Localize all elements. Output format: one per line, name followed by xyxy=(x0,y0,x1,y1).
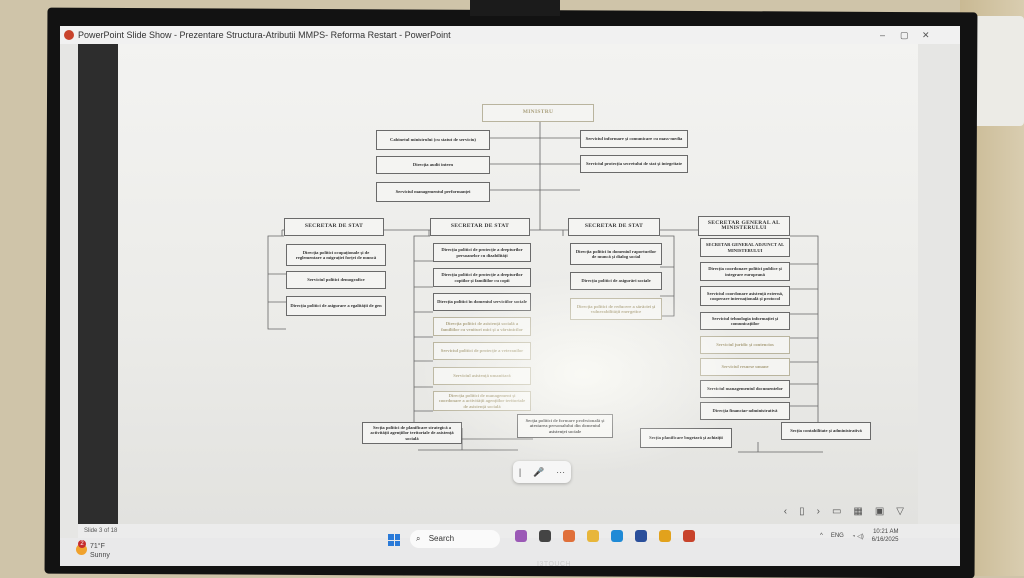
grid-view-icon[interactable]: ▦ xyxy=(853,506,863,517)
org-box-unit: Serviciul juridic și contencios xyxy=(700,336,790,354)
search-box[interactable]: ⌕ Search xyxy=(410,530,500,548)
pointer-tool-button[interactable]: | xyxy=(518,467,522,477)
org-box-unit: Direcția politici de asistență socială a… xyxy=(433,317,531,336)
org-box-unit: Direcția politici de reducere a sărăciei… xyxy=(570,298,662,320)
close-button[interactable]: ✕ xyxy=(922,30,930,40)
weather-widget[interactable]: 2 71°F Sunny xyxy=(76,540,110,560)
camera-mount xyxy=(470,0,560,16)
minimize-button[interactable]: – xyxy=(880,30,886,40)
org-box-top: Serviciul managementul performanței xyxy=(376,182,490,202)
taskbar-app-icon[interactable] xyxy=(659,530,671,542)
org-box-unit: Direcția politici în domeniul raporturil… xyxy=(570,243,662,265)
system-tray: ^ ENG ◔ ◁) 10:21 AM 6/16/2025 xyxy=(820,528,898,544)
org-box-minister: MINISTRU xyxy=(482,104,594,122)
taskbar-app-icon[interactable] xyxy=(539,530,551,542)
org-box-unit: Serviciul tehnologia informației și comu… xyxy=(700,312,790,330)
sun-icon xyxy=(76,544,87,555)
taskbar-app-icon[interactable] xyxy=(611,530,623,542)
clock[interactable]: 10:21 AM 6/16/2025 xyxy=(872,528,899,544)
start-button[interactable] xyxy=(388,534,400,546)
chevron-up-icon[interactable]: ^ xyxy=(820,533,823,539)
org-box-top: Serviciul protecția secretului de stat ș… xyxy=(580,155,688,173)
org-box-unit: Direcția politici de asigurări sociale xyxy=(570,272,662,290)
normal-view-icon[interactable]: ▭ xyxy=(831,506,842,517)
weather-temp: 71°F xyxy=(90,543,105,550)
screen: PowerPoint Slide Show - Prezentare Struc… xyxy=(60,26,960,566)
taskbar-app-icon[interactable] xyxy=(683,530,695,542)
org-box-top: Cabinetul ministrului (cu statut de serv… xyxy=(376,130,490,150)
slide-sorter-icon[interactable]: ▯ xyxy=(799,506,805,517)
more-options-button[interactable]: ··· xyxy=(556,467,566,477)
language-indicator[interactable]: ENG xyxy=(830,533,844,539)
next-slide-button[interactable]: › xyxy=(816,506,820,517)
wifi-volume-icon[interactable]: ◔ ◁) xyxy=(851,533,864,540)
title-bar: PowerPoint Slide Show - Prezentare Struc… xyxy=(60,26,960,44)
notification-badge: 2 xyxy=(78,540,86,548)
org-box-unit: Direcția politici ocupaționale și de reg… xyxy=(286,244,386,266)
slideshow-icon[interactable]: ▽ xyxy=(896,506,904,517)
org-box-top: Direcția audit intern xyxy=(376,156,490,174)
org-box-unit: Direcția politici de protecție a dreptur… xyxy=(433,243,531,262)
org-box-unit: Serviciul managementul documentelor xyxy=(700,380,790,398)
org-box-unit: Direcția financiar-administrativă xyxy=(700,402,790,420)
org-box-unit: Direcția politici în domeniul serviciilo… xyxy=(433,293,531,311)
time: 10:21 AM xyxy=(873,529,899,535)
search-icon: ⌕ xyxy=(416,534,421,543)
org-box-unit: Direcția coordonare politici publice și … xyxy=(700,262,790,281)
window-title: PowerPoint Slide Show - Prezentare Struc… xyxy=(78,30,451,40)
org-box-unit: SECRETAR GENERAL ADJUNCT AL MINISTERULUI xyxy=(700,238,790,257)
microphone-icon[interactable]: 🎤 xyxy=(533,466,545,477)
org-box-unit: Direcția politici de asigurare a egalită… xyxy=(286,296,386,316)
org-box-unit: Direcția politici de management și coord… xyxy=(433,391,531,411)
search-placeholder: Search xyxy=(428,534,455,543)
powerpoint-icon xyxy=(64,30,74,40)
org-box-section: Secția planificare bugetară și achiziții xyxy=(640,428,732,448)
taskbar-app-icon[interactable] xyxy=(635,530,647,542)
previous-slide-button[interactable]: ‹ xyxy=(783,506,788,517)
org-box-section: Secția politici de planificare strategic… xyxy=(362,422,462,444)
slideshow-toolbar: | 🎤 ··· xyxy=(513,461,571,483)
org-box-column-head: SECRETAR DE STAT xyxy=(568,218,660,236)
reading-view-icon[interactable]: ▣ xyxy=(874,506,885,517)
taskbar-app-icon[interactable] xyxy=(587,530,599,542)
monitor-brand-logo: I3TOUCH xyxy=(537,561,572,568)
taskbar-app-icon[interactable] xyxy=(563,530,575,542)
taskbar: 2 71°F Sunny ⌕ Search ^ ENG ◔ ◁) 10:21 A… xyxy=(60,529,960,566)
org-box-column-head: SECRETAR DE STAT xyxy=(284,218,384,236)
date: 6/16/2025 xyxy=(871,537,899,543)
slide: MINISTRU Cabinetul ministrului (cu statut… xyxy=(118,44,918,524)
taskbar-app-icon[interactable] xyxy=(515,530,527,542)
slide-counter: Slide 3 of 18 xyxy=(84,528,118,534)
org-box-unit: Serviciul politici demografice xyxy=(286,271,386,289)
weather-desc: Sunny xyxy=(90,552,110,559)
org-box-unit: Serviciul resurse umane xyxy=(700,358,790,376)
org-box-section: Secția contabilitate și administrativă xyxy=(781,422,871,440)
org-box-unit: Serviciul coordonare asistență externă, … xyxy=(700,286,790,306)
org-box-section: Secția politici de formare profesională … xyxy=(517,414,613,438)
org-box-unit: Direcția politici de protecție a dreptur… xyxy=(433,268,531,287)
org-box-unit: Serviciul asistență umanitară xyxy=(433,367,531,385)
slideshow-nav: ‹ ▯ › ▭ ▦ ▣ ▽ xyxy=(784,506,904,517)
org-box-top: Serviciul informare și comunicare cu mas… xyxy=(580,130,688,148)
maximize-button[interactable]: ▢ xyxy=(900,30,909,40)
org-box-column-head: SECRETAR DE STAT xyxy=(430,218,530,236)
org-box-column-head: SECRETAR GENERAL AL MINISTERULUI xyxy=(698,216,790,236)
org-box-unit: Serviciul politici de protecție a vetera… xyxy=(433,342,531,360)
slide-margin xyxy=(78,44,118,524)
